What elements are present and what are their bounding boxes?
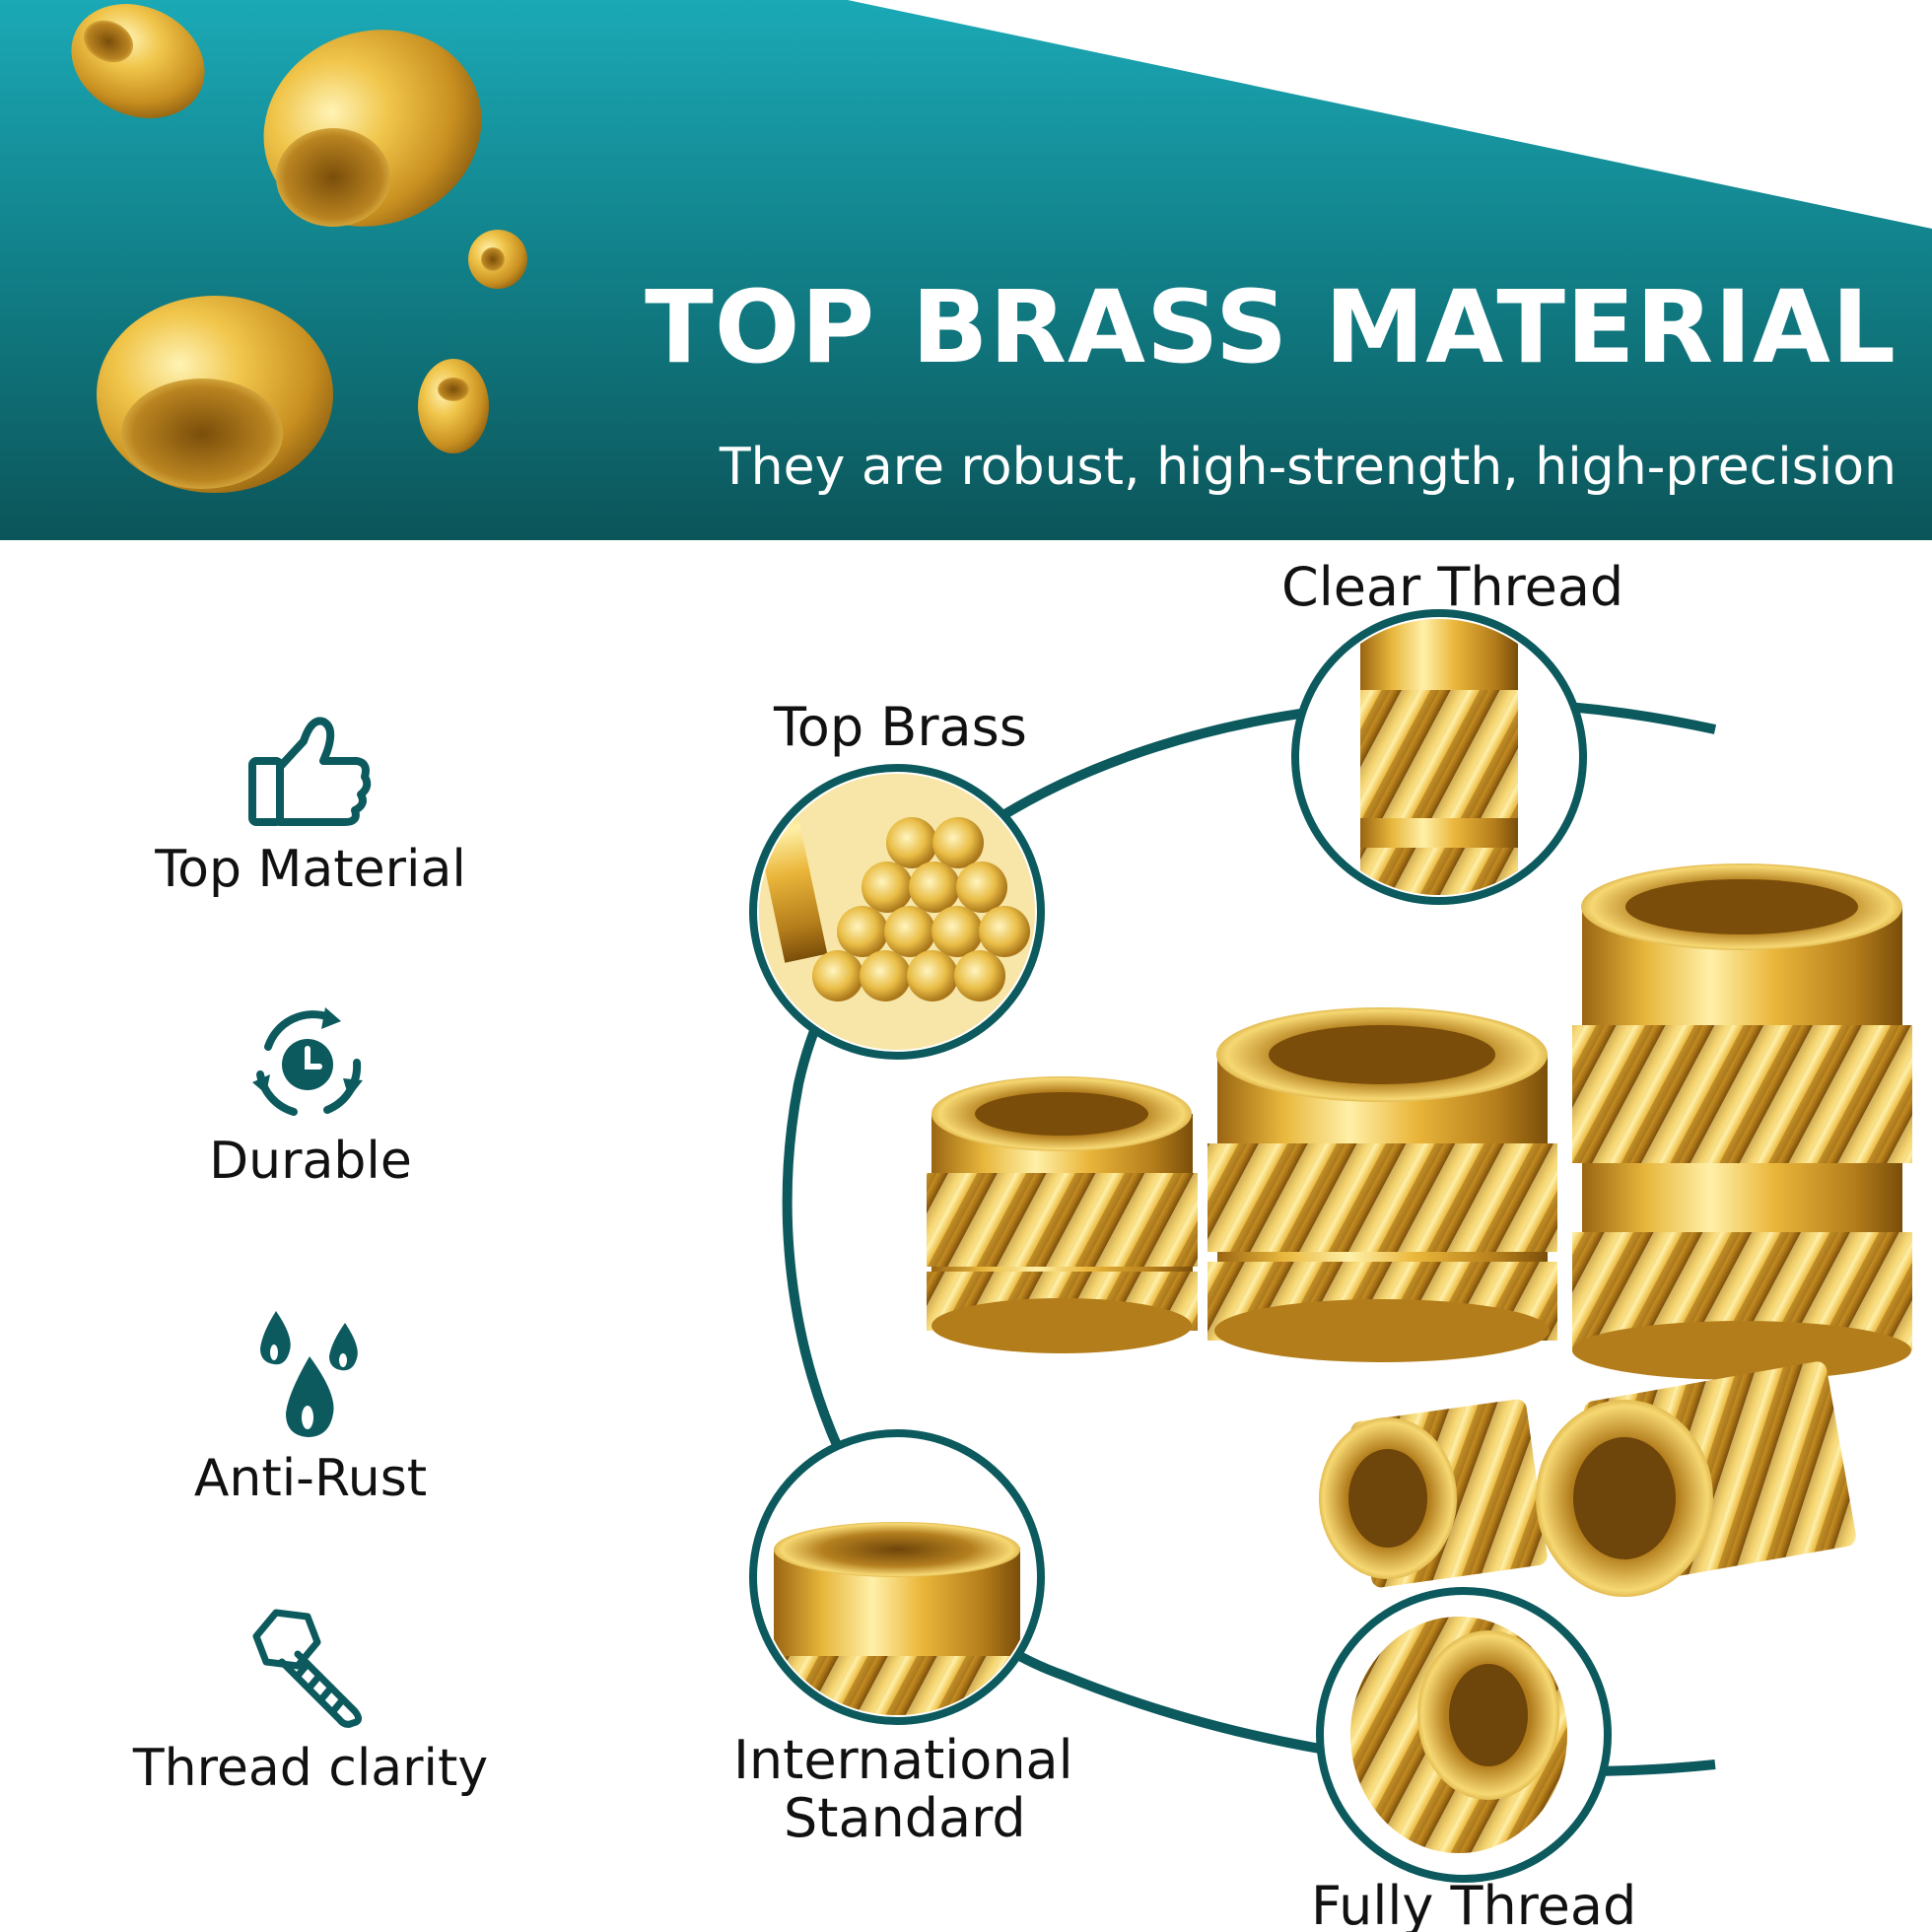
callout-label-top-brass: Top Brass — [774, 696, 1027, 758]
feature-label: Durable — [209, 1132, 412, 1191]
banner-subline: They are robust, high-strength, high-pre… — [719, 438, 1897, 497]
callout-label-international: International — [733, 1729, 1073, 1791]
callout-label-standard: Standard — [784, 1787, 1026, 1849]
feature-label: Top Material — [155, 840, 466, 899]
feature-anti-rust: Anti-Rust — [108, 1311, 513, 1507]
feature-durable: Durable — [108, 1003, 513, 1190]
callout-circle-clear-thread — [1291, 609, 1587, 905]
bolt-icon — [252, 1609, 362, 1728]
floating-insert-pin — [418, 359, 489, 453]
thumbs-up-icon — [248, 717, 372, 826]
feature-top-material: Top Material — [108, 712, 513, 898]
callout-label-fully-thread: Fully Thread — [1311, 1875, 1637, 1932]
callout-circle-top-brass — [749, 764, 1045, 1060]
floating-insert-tiny — [468, 230, 527, 289]
inserts-illustration — [749, 609, 1912, 1883]
cycle-clock-icon — [252, 1007, 363, 1116]
brass-insert-medium — [1208, 1007, 1557, 1362]
water-drops-icon — [260, 1311, 358, 1437]
brass-insert-lying-left — [1319, 1399, 1548, 1588]
feature-thread-clarity: Thread clarity — [108, 1607, 513, 1797]
brass-insert-lying-right — [1536, 1361, 1857, 1597]
feature-label: Thread clarity — [132, 1739, 489, 1798]
brass-insert-tall — [1572, 863, 1912, 1380]
banner-background — [0, 0, 1932, 540]
header-banner: TOP BRASS MATERIAL They are robust, high… — [0, 0, 1932, 540]
floating-insert-medium — [263, 30, 482, 227]
callout-label-clear-thread: Clear Thread — [1281, 556, 1624, 618]
callout-circle-fully-thread — [1316, 1587, 1612, 1883]
brass-insert-short — [927, 1076, 1198, 1353]
floating-insert-small — [71, 4, 205, 118]
floating-insert-large — [97, 296, 333, 493]
feature-label: Anti-Rust — [193, 1449, 428, 1508]
banner-headline: TOP BRASS MATERIAL — [645, 269, 1897, 386]
callout-circle-international-standard — [749, 1429, 1045, 1725]
